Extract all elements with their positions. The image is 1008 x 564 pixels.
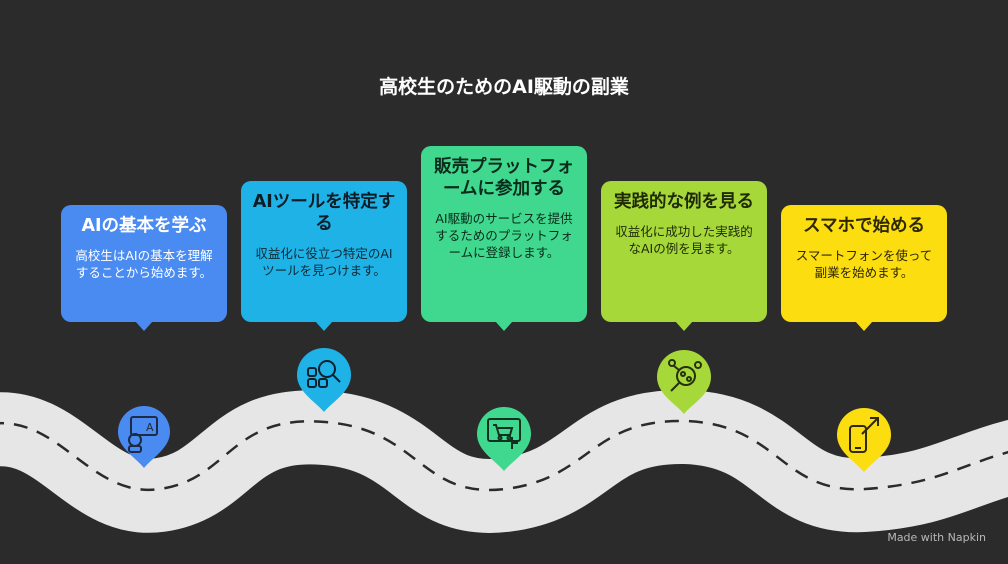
step-title: 実践的な例を見る xyxy=(614,192,754,212)
pin-step-3 xyxy=(477,407,531,471)
step-description: 収益化に役立つ特定のAIツールを見つけます。 xyxy=(255,246,393,278)
svg-text:A: A xyxy=(146,421,154,434)
step-description: AI駆動のサービスを提供するためのプラットフォームに登録します。 xyxy=(435,211,573,260)
step-card-4: 実践的な例を見る 収益化に成功した実践的なAIの例を見ます。 xyxy=(601,181,767,331)
smartphone-arrow-icon xyxy=(849,417,879,453)
step-description: 高校生はAIの基本を理解することから始めます。 xyxy=(75,248,213,280)
page-title: 高校生のためのAI駆動の副業 xyxy=(379,76,629,98)
pin-step-2 xyxy=(297,348,351,412)
network-search-icon xyxy=(668,359,702,392)
step-title: 販売プラットフォームに参加する xyxy=(434,157,574,199)
step-card-2: AIツールを特定する 収益化に役立つ特定のAIツールを見つけます。 xyxy=(241,181,407,331)
magnifier-tools-icon xyxy=(307,360,341,388)
shopping-cart-icon xyxy=(487,418,521,449)
step-title: AIの基本を学ぶ xyxy=(81,216,207,236)
step-title: スマホで始める xyxy=(803,216,925,236)
road xyxy=(0,390,1008,533)
napkin-watermark: Made with Napkin xyxy=(887,531,986,544)
step-card-3: 販売プラットフォームに参加する AI駆動のサービスを提供するためのプラットフォー… xyxy=(421,146,587,331)
pin-step-1: A xyxy=(118,406,170,468)
robot-ai-icon: A xyxy=(128,416,158,453)
step-card-5: スマホで始める スマートフォンを使って副業を始めます。 xyxy=(781,205,947,331)
step-card-1: AIの基本を学ぶ 高校生はAIの基本を理解することから始めます。 xyxy=(61,205,227,331)
step-description: スマートフォンを使って副業を始めます。 xyxy=(795,248,933,280)
step-description: 収益化に成功した実践的なAIの例を見ます。 xyxy=(615,224,753,256)
step-title: AIツールを特定する xyxy=(252,192,396,234)
road-center-line xyxy=(0,419,1008,492)
pin-step-5 xyxy=(837,408,891,472)
pin-step-4 xyxy=(657,350,711,414)
